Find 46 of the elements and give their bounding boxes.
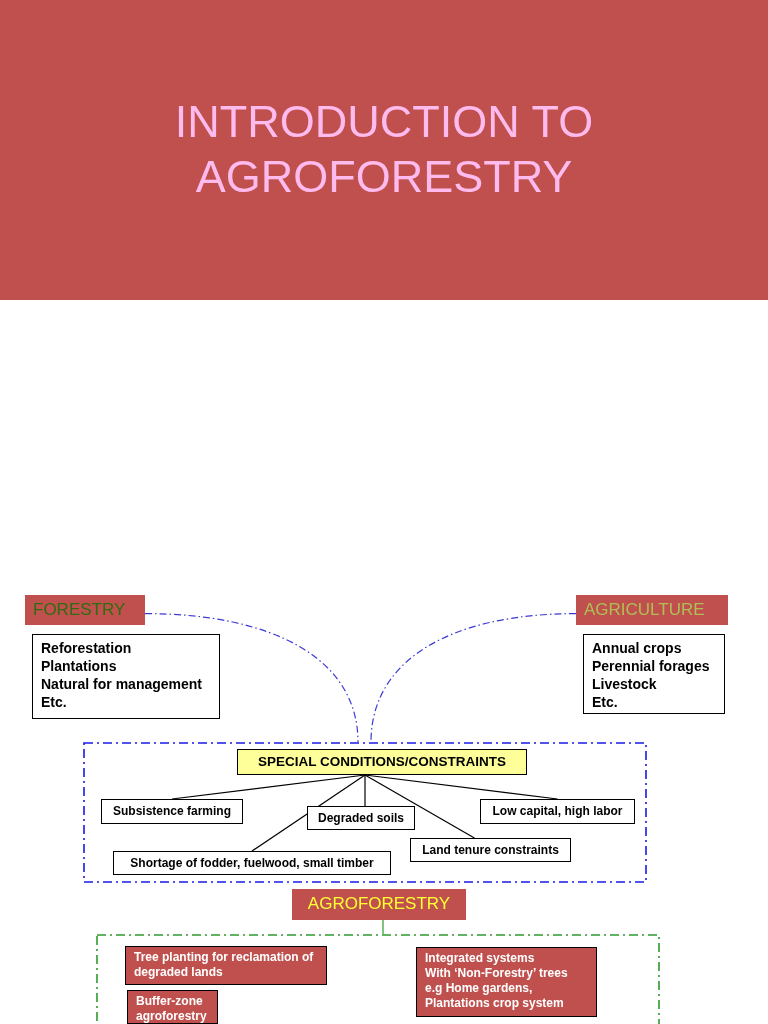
dashed-group-frame [83, 742, 647, 883]
condition-label: Shortage of fodder, fuelwood, small timber [129, 856, 375, 870]
condition-label: Land tenure constraints [421, 843, 560, 857]
condition-box [113, 851, 391, 875]
list-item: Annual crops [592, 639, 683, 657]
condition-label: Degraded soils [317, 811, 405, 825]
system-label: Integrated systems [425, 951, 536, 966]
list-item: Natural for management [41, 675, 204, 693]
condition-box [101, 799, 243, 824]
category-label: AGRICULTURE [584, 600, 706, 620]
system-label: With ‘Non-Forestry’ trees [425, 966, 569, 981]
list-item: Etc. [592, 693, 619, 711]
connector-line [364, 774, 475, 839]
condition-box [410, 838, 571, 862]
dashed-curve-connector [144, 613, 359, 743]
list-box [32, 634, 220, 719]
dashed-curve-connector [370, 613, 577, 743]
system-box [127, 990, 218, 1024]
category-box [576, 595, 728, 625]
condition-box [307, 806, 415, 830]
heading-box [237, 749, 527, 775]
heading-label: SPECIAL CONDITIONS/CONSTRAINTS [257, 754, 507, 769]
system-label: Buffer-zone agroforestry [136, 994, 208, 1024]
category-box [292, 889, 466, 920]
connector-line [251, 774, 366, 852]
list-box [583, 634, 725, 714]
system-label: Tree planting for reclamation of degraded lands [134, 950, 315, 980]
list-item: Livestock [592, 675, 658, 693]
connector-line [382, 919, 384, 935]
system-box [125, 946, 327, 985]
list-item: Plantations [41, 657, 118, 675]
condition-box [480, 799, 635, 824]
title-text: INTRODUCTION TO AGROFORESTRY [173, 95, 595, 204]
dashed-group-frame [96, 934, 660, 1024]
system-label: e.g Home gardens, [425, 981, 534, 996]
list-item: Reforestation [41, 639, 133, 657]
list-item: Perennial forages [592, 657, 711, 675]
condition-label: Subsistence farming [112, 804, 232, 818]
category-label: AGROFORESTRY [306, 894, 452, 914]
connector-line [364, 774, 366, 807]
category-box [25, 595, 145, 625]
category-label: FORESTRY [33, 600, 127, 620]
system-label: Plantations crop system [425, 996, 565, 1011]
condition-label: Low capital, high labor [491, 804, 624, 818]
system-box [416, 947, 597, 1017]
list-item: Etc. [41, 693, 68, 711]
